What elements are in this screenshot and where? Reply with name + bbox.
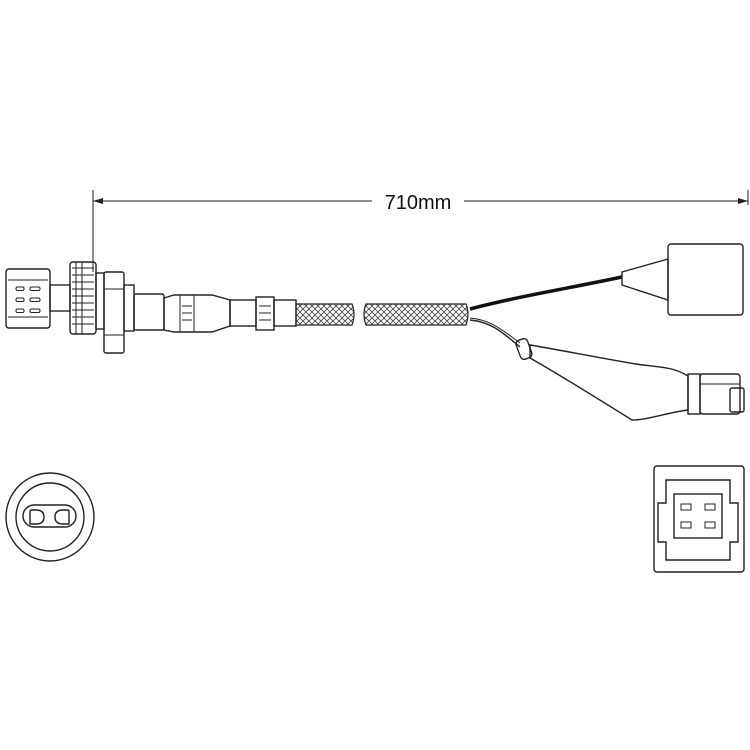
circular-connector-icon: [5, 472, 95, 562]
sensor-tip: [5, 268, 71, 329]
square-connector-icon: [653, 465, 745, 573]
dimension-label: 710mm: [385, 192, 452, 214]
sensor-hex-body: [95, 271, 165, 354]
upper-connector: [621, 243, 744, 316]
braided-cable-right: [363, 303, 469, 326]
sensor-sleeve: [163, 294, 297, 333]
dimension-line: 710mm: [92, 190, 749, 272]
cable-wires: [469, 275, 623, 348]
braided-cable-left: [295, 303, 355, 326]
lower-connector: [515, 337, 745, 421]
sensor-thread: [69, 261, 97, 335]
